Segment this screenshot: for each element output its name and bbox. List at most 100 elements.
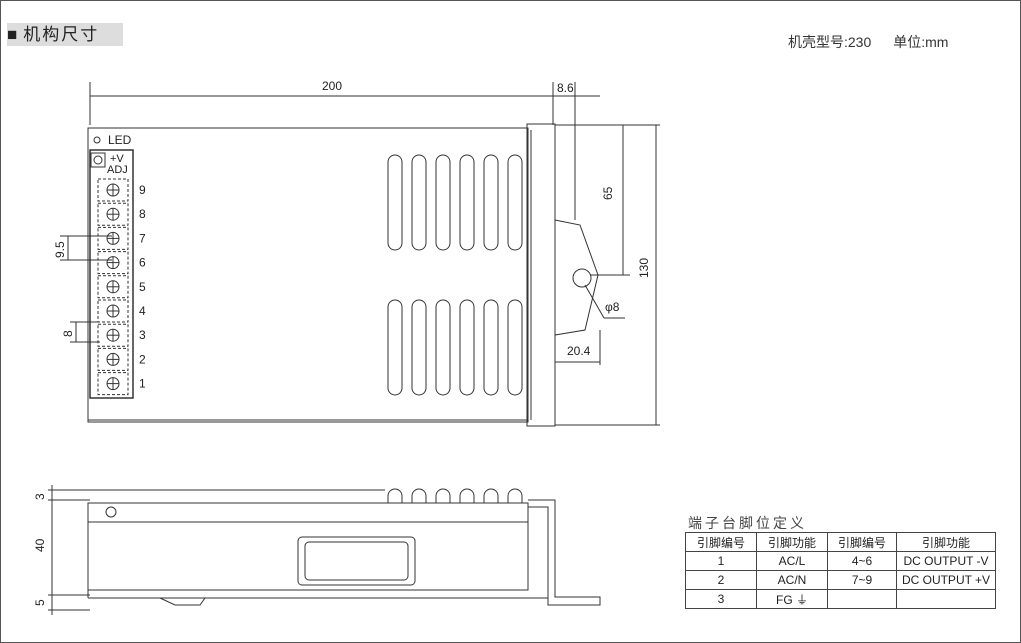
vent-slot: [411, 488, 427, 503]
dim-65: 65: [601, 186, 615, 200]
vent-slot: [507, 488, 523, 503]
dim-200: 200: [322, 79, 342, 93]
drawing-line: [97, 275, 129, 299]
dim-5: 5: [33, 599, 47, 606]
vent-slots: [387, 154, 523, 396]
vent-slot: [435, 488, 451, 503]
terminal-number: 1: [139, 377, 146, 391]
vent-slot: [483, 299, 499, 396]
dim-130: 130: [637, 258, 651, 278]
cell: [827, 589, 897, 609]
terminal-4: 4: [97, 299, 146, 323]
dim-phi8: φ8: [605, 300, 620, 314]
terminal-number: 5: [139, 280, 146, 294]
terminal-number: 6: [139, 256, 146, 270]
cell: 4~6: [827, 551, 897, 571]
terminal-3: 3: [97, 323, 146, 347]
dim-8: 8: [61, 330, 75, 337]
vent-slot: [507, 299, 523, 396]
drawing-line: [304, 541, 409, 581]
dim-9-5: 9.5: [53, 241, 67, 258]
drawing-line: [87, 502, 529, 591]
model-info: 机壳型号:230 单位:mm: [788, 32, 970, 52]
drawing-line: [90, 152, 106, 168]
terminal-number: 9: [139, 183, 146, 197]
drawing-line: [97, 372, 129, 396]
side-view: 3 40 5: [33, 485, 601, 615]
cell: 1: [685, 551, 757, 571]
adj-label: +V: [110, 153, 124, 165]
dim-40: 40: [33, 538, 47, 552]
cell: AC/N: [756, 570, 828, 590]
cell: AC/L: [756, 551, 828, 571]
terminal-1: 1: [97, 372, 146, 396]
drawing-line: [584, 284, 605, 319]
drawing-line: [97, 226, 129, 250]
drawing-line: [93, 155, 103, 165]
drawing-line: [97, 323, 129, 347]
vent-slot: [387, 299, 403, 396]
terminal-5: 5: [97, 275, 146, 299]
vent-slot: [507, 154, 523, 251]
led-label: LED: [108, 133, 132, 147]
vent-slot: [411, 299, 427, 396]
vent-slot: [411, 154, 427, 251]
header-cell: 引脚功能: [756, 532, 828, 552]
vent-slot: [459, 488, 475, 503]
mount-hole: [572, 268, 592, 288]
unit-label: 单位:mm: [893, 34, 949, 50]
terminal-number: 8: [139, 207, 146, 221]
terminal-8: 8: [97, 202, 146, 226]
terminal-6: 6: [97, 251, 146, 275]
terminal-number: 3: [139, 328, 146, 342]
vent-slot: [387, 154, 403, 251]
cell: 2: [685, 570, 757, 590]
terminal-number: 2: [139, 352, 146, 366]
drawing-line: 9 8 7 6 5 4 3 2 1: [97, 178, 146, 396]
mount-bracket: [554, 219, 599, 336]
table-header-row: 引脚编号 引脚功能 引脚编号 引脚功能: [685, 532, 996, 552]
drawing-line: [297, 536, 416, 586]
drawing-line: [97, 178, 129, 202]
dim-20-4: 20.4: [567, 344, 591, 358]
drawing-line: [93, 136, 101, 144]
table-caption: 端子台脚位定义: [688, 515, 807, 531]
cell: DC OUTPUT +V: [896, 570, 996, 590]
cell: 7~9: [827, 570, 897, 590]
vent-slot: [459, 299, 475, 396]
drawing-line: [387, 488, 523, 503]
drawing-line: [97, 299, 129, 323]
vent-slot: [483, 488, 499, 503]
drawing-line: [97, 347, 129, 371]
terminal-7: 7: [97, 226, 146, 250]
section-title: ■机构尺寸: [7, 23, 123, 46]
header-cell: 引脚编号: [685, 532, 757, 552]
header-cell: 引脚功能: [896, 532, 996, 552]
vent-slot: [435, 154, 451, 251]
adj-label-2: ADJ: [107, 164, 128, 176]
cell: 3: [685, 589, 757, 609]
vent-slot: [483, 154, 499, 251]
vent-slot: [459, 154, 475, 251]
terminal-9: 9: [97, 178, 146, 202]
terminal-block: [89, 149, 134, 399]
dim-3: 3: [33, 493, 47, 500]
drawing-line: [105, 506, 117, 518]
cell: DC OUTPUT -V: [896, 551, 996, 571]
terminal-number: 4: [139, 304, 146, 318]
vent-slot: [387, 488, 403, 503]
cell: [896, 589, 996, 609]
cell: FG ⏚: [756, 589, 828, 609]
drawing-line: [97, 202, 129, 226]
drawing-line: [528, 499, 601, 606]
model-label: 机壳型号:230: [788, 34, 872, 50]
body-outline: [87, 127, 529, 423]
dim-8-6: 8.6: [557, 81, 574, 95]
